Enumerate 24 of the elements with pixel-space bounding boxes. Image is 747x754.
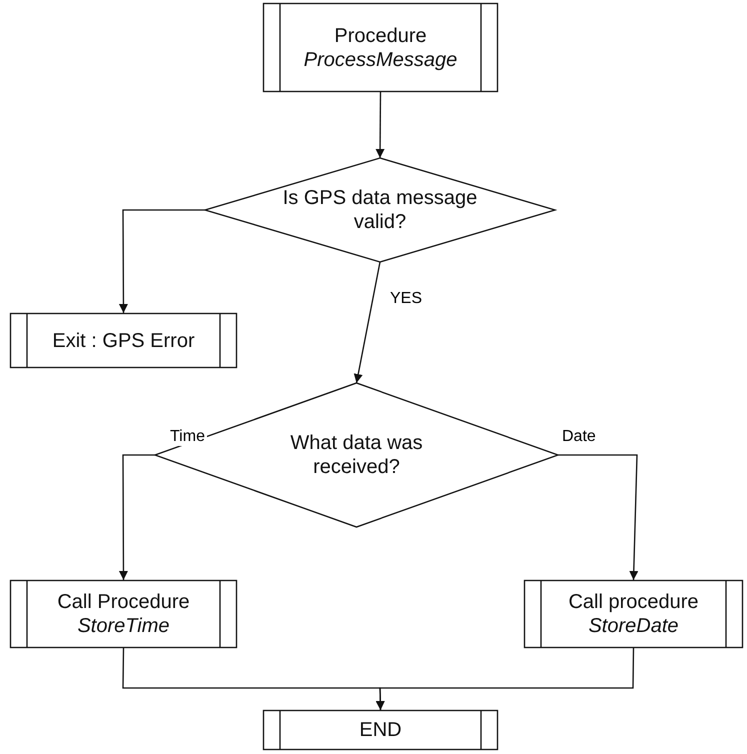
predefined-process-box (10, 580, 237, 648)
node-text: Procedure (334, 24, 427, 48)
procedure-name: ProcessMessage (304, 48, 458, 72)
procedure-name: StoreDate (588, 614, 679, 638)
node-text: Exit : GPS Error (52, 328, 195, 352)
predefined-process-box (10, 313, 237, 368)
predefined-process-box (263, 710, 498, 750)
node-text: Call procedure (568, 590, 699, 614)
node-text: END (359, 718, 402, 742)
arrow (354, 262, 381, 384)
decision-diamond (205, 158, 555, 262)
node-text: What data was received? (289, 431, 424, 479)
arrow (376, 648, 634, 710)
arrow (558, 454, 638, 580)
arrow (118, 454, 155, 580)
node-text: Call Procedure (57, 590, 190, 614)
procedure-name: StoreTime (77, 614, 170, 638)
arrow (118, 209, 205, 313)
edge-label: Time (168, 428, 207, 446)
predefined-process-box (524, 580, 743, 648)
node-text: Is GPS data message valid? (282, 186, 478, 234)
arrow (376, 92, 385, 158)
decision-diamond (155, 383, 558, 527)
predefined-process-box (263, 3, 498, 92)
